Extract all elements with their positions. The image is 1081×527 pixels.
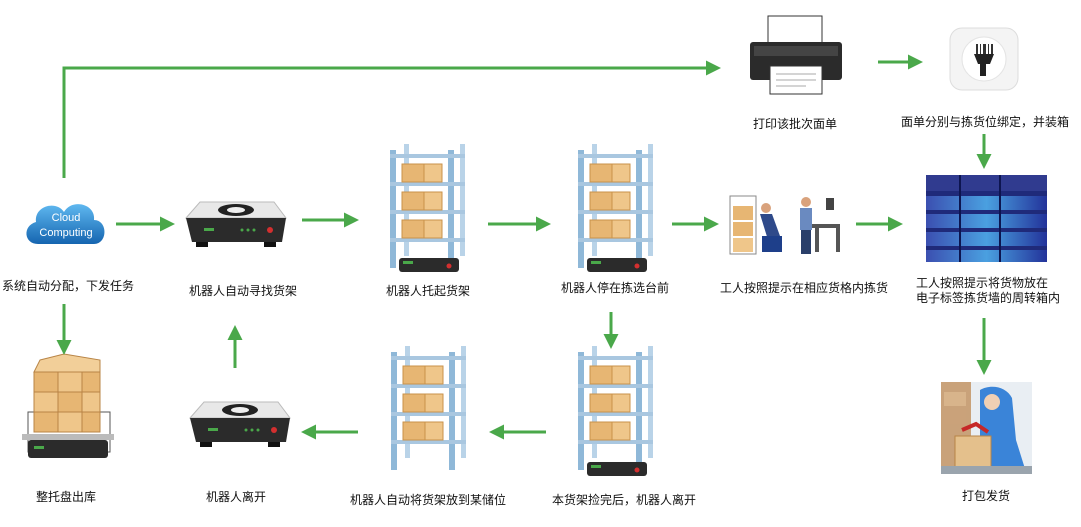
cloud-label-line2: Computing	[39, 227, 92, 239]
arrow-cloud-to-printer	[62, 60, 721, 178]
packing-worker-icon	[941, 382, 1032, 474]
label-put-wall-1: 工人按照提示将货物放在	[916, 276, 1049, 290]
rack-done-icon	[577, 345, 654, 476]
label-bind-box: 面单分别与拣货位绑定，并装箱	[900, 115, 1070, 129]
label-worker-pick: 工人按照提示在相应货格内拣货	[719, 281, 889, 295]
cloud-label-line1: Cloud	[52, 212, 81, 224]
robot-finding-icon	[185, 201, 287, 248]
put-wall-icon	[926, 175, 1047, 262]
label-robot-lift: 机器人托起货架	[385, 284, 471, 298]
label-pallet-out: 整托盘出库	[35, 490, 97, 504]
printer-icon	[750, 15, 842, 95]
robot-leaving-icon	[189, 401, 291, 448]
label-print: 打印该批次面单	[752, 117, 838, 131]
cloud-computing-icon: Cloud Computing	[26, 204, 105, 244]
label-put-wall-2: 电子标签拣货墙的周转箱内	[916, 291, 1061, 305]
flow-arrows	[56, 54, 992, 440]
rack-stored-icon	[390, 345, 467, 471]
pallet-icon	[22, 353, 114, 458]
barcode-scanner-icon	[949, 27, 1019, 91]
label-shelf-done: 本货架捡完后，机器人离开	[551, 493, 697, 507]
label-robot-find: 机器人自动寻找货架	[188, 284, 298, 298]
rack-at-station-icon	[577, 143, 654, 272]
label-pack: 打包发货	[961, 489, 1011, 503]
rack-lifted-icon	[389, 143, 466, 272]
label-robot-leave: 机器人离开	[205, 490, 267, 504]
label-robot-stop: 机器人停在拣选台前	[560, 281, 670, 295]
label-robot-store: 机器人自动将货架放到某储位	[349, 493, 507, 507]
worker-picking-icon	[729, 195, 840, 255]
label-system-dispatch: 系统自动分配，下发任务	[2, 279, 135, 293]
